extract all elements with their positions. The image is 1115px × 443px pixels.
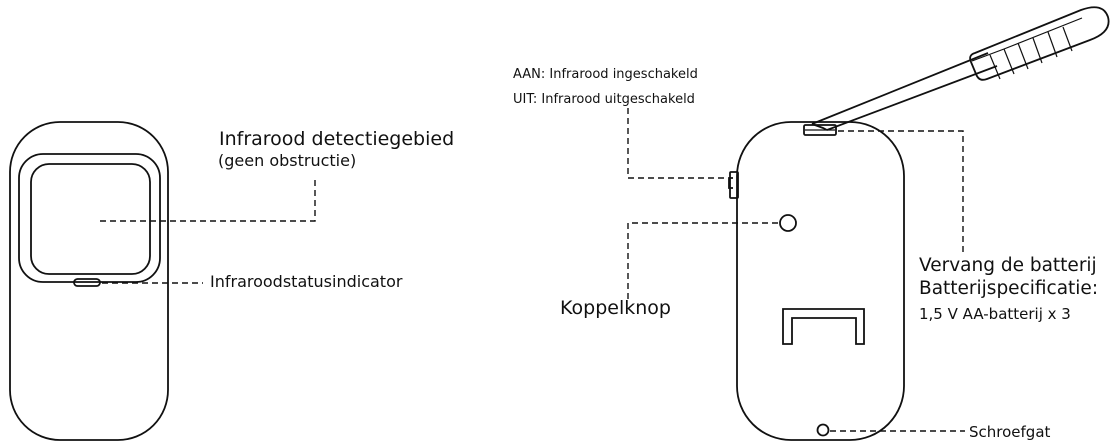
screwdriver-icon xyxy=(811,6,1110,131)
callout-detection-area xyxy=(100,176,316,222)
sensor-lens-frame xyxy=(18,153,161,283)
screw-hole-label: Schroefgat xyxy=(969,423,1051,441)
ir-switch xyxy=(729,171,739,199)
detection-area-title: Infrarood detectiegebied xyxy=(219,128,455,150)
status-indicator-label: Infraroodstatusindicator xyxy=(210,272,403,291)
battery-replace-label: Vervang de batterij xyxy=(919,255,1097,276)
sensor-front-body xyxy=(9,121,169,441)
sensor-back-body xyxy=(736,121,905,441)
switch-off-label: UIT: Infrarood uitgeschakeld xyxy=(513,92,695,107)
pair-button-icon xyxy=(779,214,797,232)
callout-ir-switch xyxy=(627,108,728,179)
callout-battery xyxy=(838,130,964,253)
battery-slot xyxy=(803,124,837,136)
callout-pair-button xyxy=(627,222,778,300)
sensor-lens xyxy=(30,163,151,275)
mounting-bracket xyxy=(782,308,865,345)
battery-type-label: 1,5 V AA-batterij x 3 xyxy=(919,305,1071,323)
detection-area-note: (geen obstructie) xyxy=(218,151,357,170)
status-led-icon xyxy=(73,278,101,287)
switch-on-label: AAN: Infrarood ingeschakeld xyxy=(513,67,698,82)
screw-hole-icon xyxy=(816,423,830,437)
pair-button-label: Koppelknop xyxy=(560,297,671,319)
ir-switch-knob xyxy=(728,177,733,189)
battery-spec-label: Batterijspecificatie: xyxy=(919,278,1099,299)
